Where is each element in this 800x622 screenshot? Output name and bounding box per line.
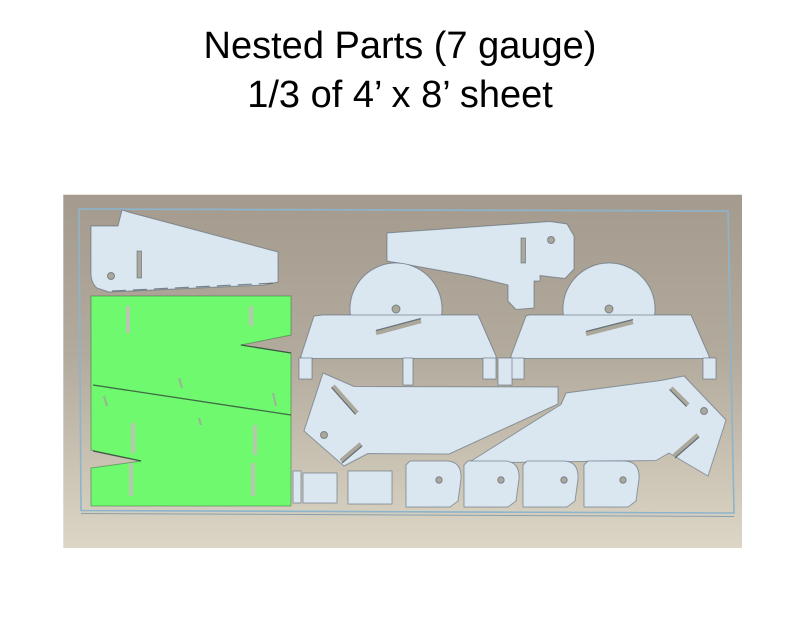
bolt-hole	[497, 476, 505, 484]
part-outline	[90, 209, 279, 293]
angled-slot-edge	[669, 389, 687, 407]
strip-slot	[126, 306, 130, 333]
title-line-2: 1/3 of 4’ x 8’ sheet	[247, 73, 553, 116]
dome-bracket-right	[497, 262, 717, 386]
pivot-hole	[391, 304, 401, 314]
part-outline	[303, 372, 559, 467]
slide-title: Nested Parts (7 gauge) 1/3 of 4’ x 8’ she…	[10, 22, 790, 119]
bolt-hole	[560, 476, 568, 484]
strip-slot	[249, 306, 253, 326]
bolt-hole	[547, 236, 555, 244]
small-rectangle	[347, 470, 393, 505]
foot	[510, 357, 525, 380]
tab-cut-marks	[111, 282, 277, 292]
angled-slot-2-edge	[341, 445, 363, 464]
pivot-hole	[604, 304, 614, 314]
tick-mark	[103, 395, 108, 407]
bracket-body	[510, 314, 710, 359]
angled-slot-2	[339, 442, 363, 463]
bolt-hole	[435, 476, 443, 484]
cad-nesting-image	[63, 194, 742, 548]
title-line-1: Nested Parts (7 gauge)	[203, 25, 597, 67]
d-bracket	[463, 460, 520, 508]
blade-plate-left	[303, 372, 559, 467]
sheet-outline-shadow	[80, 513, 735, 517]
angled-slot-edge	[585, 318, 634, 333]
bolt-hole	[320, 431, 328, 439]
bolt-hole	[619, 476, 627, 484]
strip-slot	[129, 463, 133, 496]
d-bracket	[405, 460, 462, 508]
slide: Nested Parts (7 gauge) 1/3 of 4’ x 8’ she…	[0, 22, 800, 548]
strip-cut-line-2	[92, 450, 142, 462]
strip-slot	[251, 463, 255, 496]
foot-tab	[402, 357, 414, 386]
angled-slot	[331, 384, 359, 415]
angled-slot	[669, 386, 690, 407]
foot	[482, 357, 497, 380]
angled-slot	[585, 319, 634, 337]
small-rectangle-parts	[292, 470, 393, 505]
strip-slot	[131, 423, 135, 453]
part-outline	[386, 221, 575, 310]
angled-slot	[375, 318, 422, 336]
green-strips-outline	[90, 295, 292, 507]
foot-tab	[497, 357, 513, 386]
bolt-hole	[700, 407, 708, 415]
highlighted-strip-group	[90, 295, 292, 507]
small-strip	[292, 470, 302, 504]
dome-bracket-left	[298, 262, 497, 386]
d-bracket	[522, 460, 579, 508]
strip-cut-line	[92, 384, 292, 416]
d-bracket	[583, 460, 640, 508]
tick-mark	[178, 377, 183, 389]
tick-mark	[272, 392, 277, 407]
slot	[136, 250, 142, 279]
tapered-gusset-right	[386, 221, 575, 310]
angled-slot-edge	[331, 387, 356, 415]
small-d-brackets	[405, 460, 640, 508]
angled-slot-2-edge	[674, 436, 700, 459]
part-outline	[467, 375, 727, 477]
angled-slot-2	[672, 433, 700, 458]
foot	[298, 357, 313, 380]
tick-mark	[198, 417, 202, 426]
bracket-body	[300, 314, 497, 359]
strip-slot	[253, 425, 257, 455]
blade-plate-right	[467, 375, 727, 477]
tapered-gusset-left	[90, 209, 279, 293]
slot	[520, 237, 526, 264]
angled-slot-edge	[375, 317, 422, 332]
strip-notch-edge	[240, 344, 292, 354]
bolt-hole	[107, 272, 115, 280]
small-rectangle	[302, 472, 338, 504]
sheet-outline	[78, 208, 735, 514]
foot	[702, 357, 717, 380]
nesting-drawing	[78, 208, 735, 517]
